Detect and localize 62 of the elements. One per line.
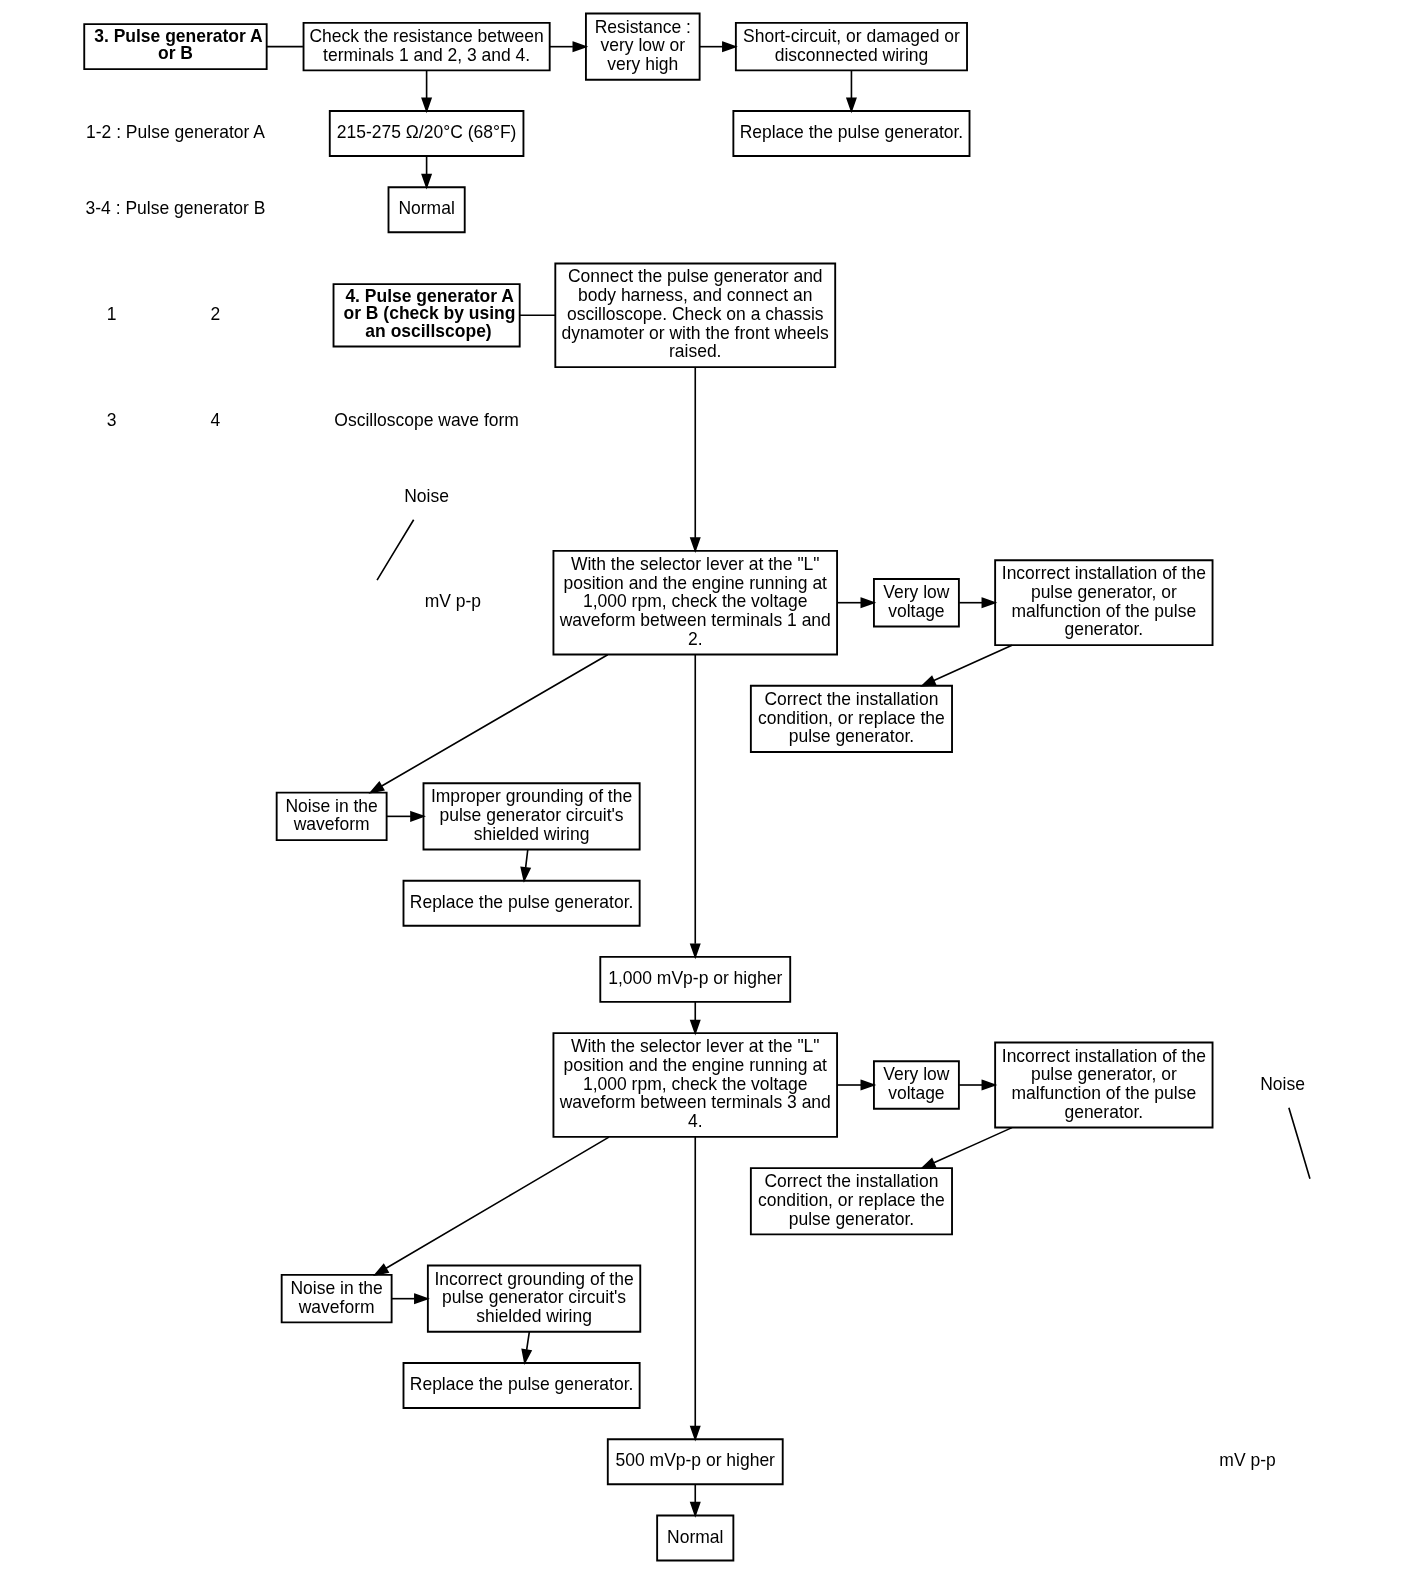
- node-box: Very low voltage: [873, 578, 960, 628]
- node-box: Connect the pulse generator and body harness, and connect an oscilloscope. Check on a chassis dynamoter or with the front wheels raised.: [554, 262, 837, 369]
- arrow: [699, 41, 738, 53]
- arrow: [689, 366, 701, 553]
- label: 1: [106, 303, 117, 324]
- arrow: [549, 41, 589, 53]
- arrow: [689, 654, 701, 960]
- arrow: [421, 69, 433, 114]
- arrow: [385, 810, 426, 822]
- node-box: Check the resistance between terminals 1 and 2, 3 and 4.: [302, 22, 551, 72]
- node-box: With the selector lever at the "L" position and the engine running at 1,000 rpm, check the voltage waveform between terminals 1 and 2.: [552, 549, 838, 656]
- arrow: [368, 654, 609, 794]
- connector: [265, 45, 304, 48]
- node-box: Noise in the waveform: [275, 791, 388, 842]
- connector: [1288, 1106, 1311, 1180]
- node-box: Very low voltage: [873, 1060, 960, 1110]
- arrow: [689, 1136, 701, 1442]
- node-box: Replace the pulse generator.: [402, 879, 641, 927]
- node-box: 500 mVp-p or higher: [606, 1438, 784, 1486]
- node-box: 1,000 mVp-p or higher: [599, 956, 792, 1003]
- node-box: Short-circuit, or damaged or disconnected wiring: [734, 22, 968, 72]
- node-box: Incorrect installation of the pulse generator, or malfunction of the pulse generator.: [994, 1041, 1214, 1129]
- node-box: Normal: [656, 1514, 735, 1562]
- arrow: [836, 1079, 877, 1091]
- label: mV p-p: [1219, 1450, 1276, 1471]
- node-box: Replace the pulse generator.: [732, 110, 971, 157]
- arrow: [521, 1331, 533, 1365]
- node-box: 3. Pulse generator A or B: [83, 23, 268, 71]
- arrow: [520, 848, 532, 883]
- arrow: [689, 1001, 701, 1036]
- node-box: Improper grounding of the pulse generator circuit's shielded wiring: [422, 782, 641, 851]
- label: 3-4 : Pulse generator B: [85, 198, 266, 219]
- node-box: Incorrect installation of the pulse generator, or malfunction of the pulse generator.: [994, 559, 1214, 647]
- label: 1-2 : Pulse generator A: [86, 122, 265, 143]
- arrow: [845, 69, 857, 114]
- arrow: [836, 597, 877, 609]
- label: 4: [210, 409, 221, 430]
- label: mV p-p: [424, 591, 482, 612]
- node-box: 4. Pulse generator A or B (check by using an oscillscope): [332, 283, 521, 348]
- node-box: Replace the pulse generator.: [402, 1362, 641, 1409]
- arrow: [373, 1136, 610, 1276]
- connector: [376, 518, 415, 581]
- node-box: Normal: [387, 186, 466, 234]
- node-box: Correct the installation condition, or replace the pulse generator.: [749, 1167, 953, 1236]
- label: 3: [106, 409, 117, 430]
- node-box: Resistance : very low or very high: [585, 12, 701, 81]
- arrow: [920, 644, 1013, 687]
- arrow: [958, 1079, 998, 1091]
- node-box: 215-275 Ω/20°C (68°F): [328, 110, 525, 157]
- label: 2: [210, 303, 221, 324]
- node-box: With the selector lever at the "L" position and the engine running at 1,000 rpm, check the voltage waveform between terminals 3 and 4.: [552, 1032, 838, 1138]
- arrow: [958, 597, 998, 609]
- node-text: Noise: [404, 485, 449, 506]
- arrow: [391, 1293, 430, 1305]
- node-box: Noise in the waveform: [280, 1274, 393, 1324]
- node-box: Incorrect grounding of the pulse generator circuit's shielded wiring: [426, 1264, 642, 1333]
- arrow: [689, 1483, 701, 1518]
- node-box: Correct the installation condition, or replace the pulse generator.: [749, 684, 953, 753]
- connector: [519, 314, 557, 317]
- arrow: [920, 1126, 1013, 1170]
- node-text: Noise: [1260, 1073, 1305, 1094]
- label: Oscilloscope wave form: [334, 409, 519, 430]
